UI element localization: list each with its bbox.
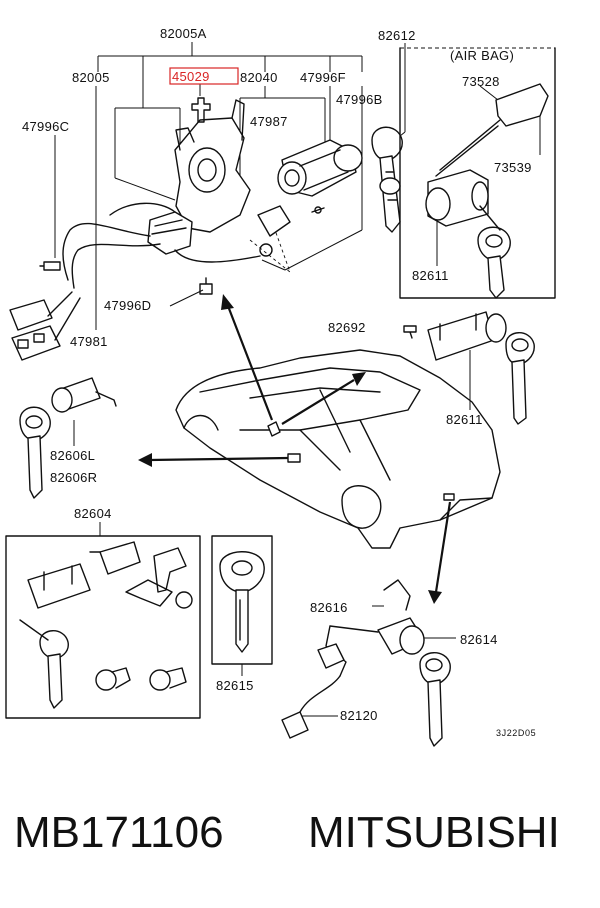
trunk-latch-group: [281, 579, 456, 747]
box-82604: [5, 522, 201, 719]
box-82615: [211, 535, 273, 676]
label-47981: 47981: [70, 334, 108, 349]
pointer-arrows: [138, 294, 452, 604]
brand-name: MITSUBISHI: [308, 808, 560, 857]
label-82615: 82615: [216, 678, 254, 693]
diagram-code: 3J22D05: [496, 728, 536, 738]
label-airbag: (AIR BAG): [450, 48, 514, 63]
label-82040: 82040: [240, 70, 278, 85]
label-82611-upper: 82611: [412, 268, 449, 283]
label-45029: 45029: [172, 69, 210, 84]
airbag-box: [399, 47, 556, 299]
door-lock-group: [19, 377, 117, 499]
label-82120: 82120: [340, 708, 378, 723]
label-47996C: 47996C: [22, 119, 69, 134]
key-82612: [371, 126, 403, 233]
label-47996B: 47996B: [336, 92, 383, 107]
label-82005: 82005: [72, 70, 110, 85]
parts-diagram: 82005A 82612 (AIR BAG) 82005 45029 82040…: [5, 26, 556, 747]
label-82692: 82692: [328, 320, 366, 335]
label-82604: 82604: [74, 506, 112, 521]
label-47996F: 47996F: [300, 70, 346, 85]
label-82611-lower: 82611: [446, 412, 483, 427]
trunk-lock-group: [403, 311, 535, 425]
label-82005A: 82005A: [160, 26, 207, 41]
label-47987: 47987: [250, 114, 288, 129]
label-82612: 82612: [378, 28, 416, 43]
label-73539: 73539: [494, 160, 532, 175]
part-number: MB171106: [14, 808, 224, 857]
label-82614: 82614: [460, 632, 498, 647]
highlight-box-45029: [169, 67, 239, 85]
car-outline: [175, 349, 501, 549]
label-82606L: 82606L: [50, 448, 95, 463]
label-73528: 73528: [462, 74, 500, 89]
steering-lock-assembly: [9, 97, 363, 361]
part-labels: 82005A 82612 (AIR BAG) 82005 45029 82040…: [22, 26, 536, 738]
label-82606R: 82606R: [50, 470, 97, 485]
label-47996D: 47996D: [104, 298, 151, 313]
label-82616: 82616: [310, 600, 348, 615]
footer: MB171106 MITSUBISHI: [0, 800, 600, 880]
